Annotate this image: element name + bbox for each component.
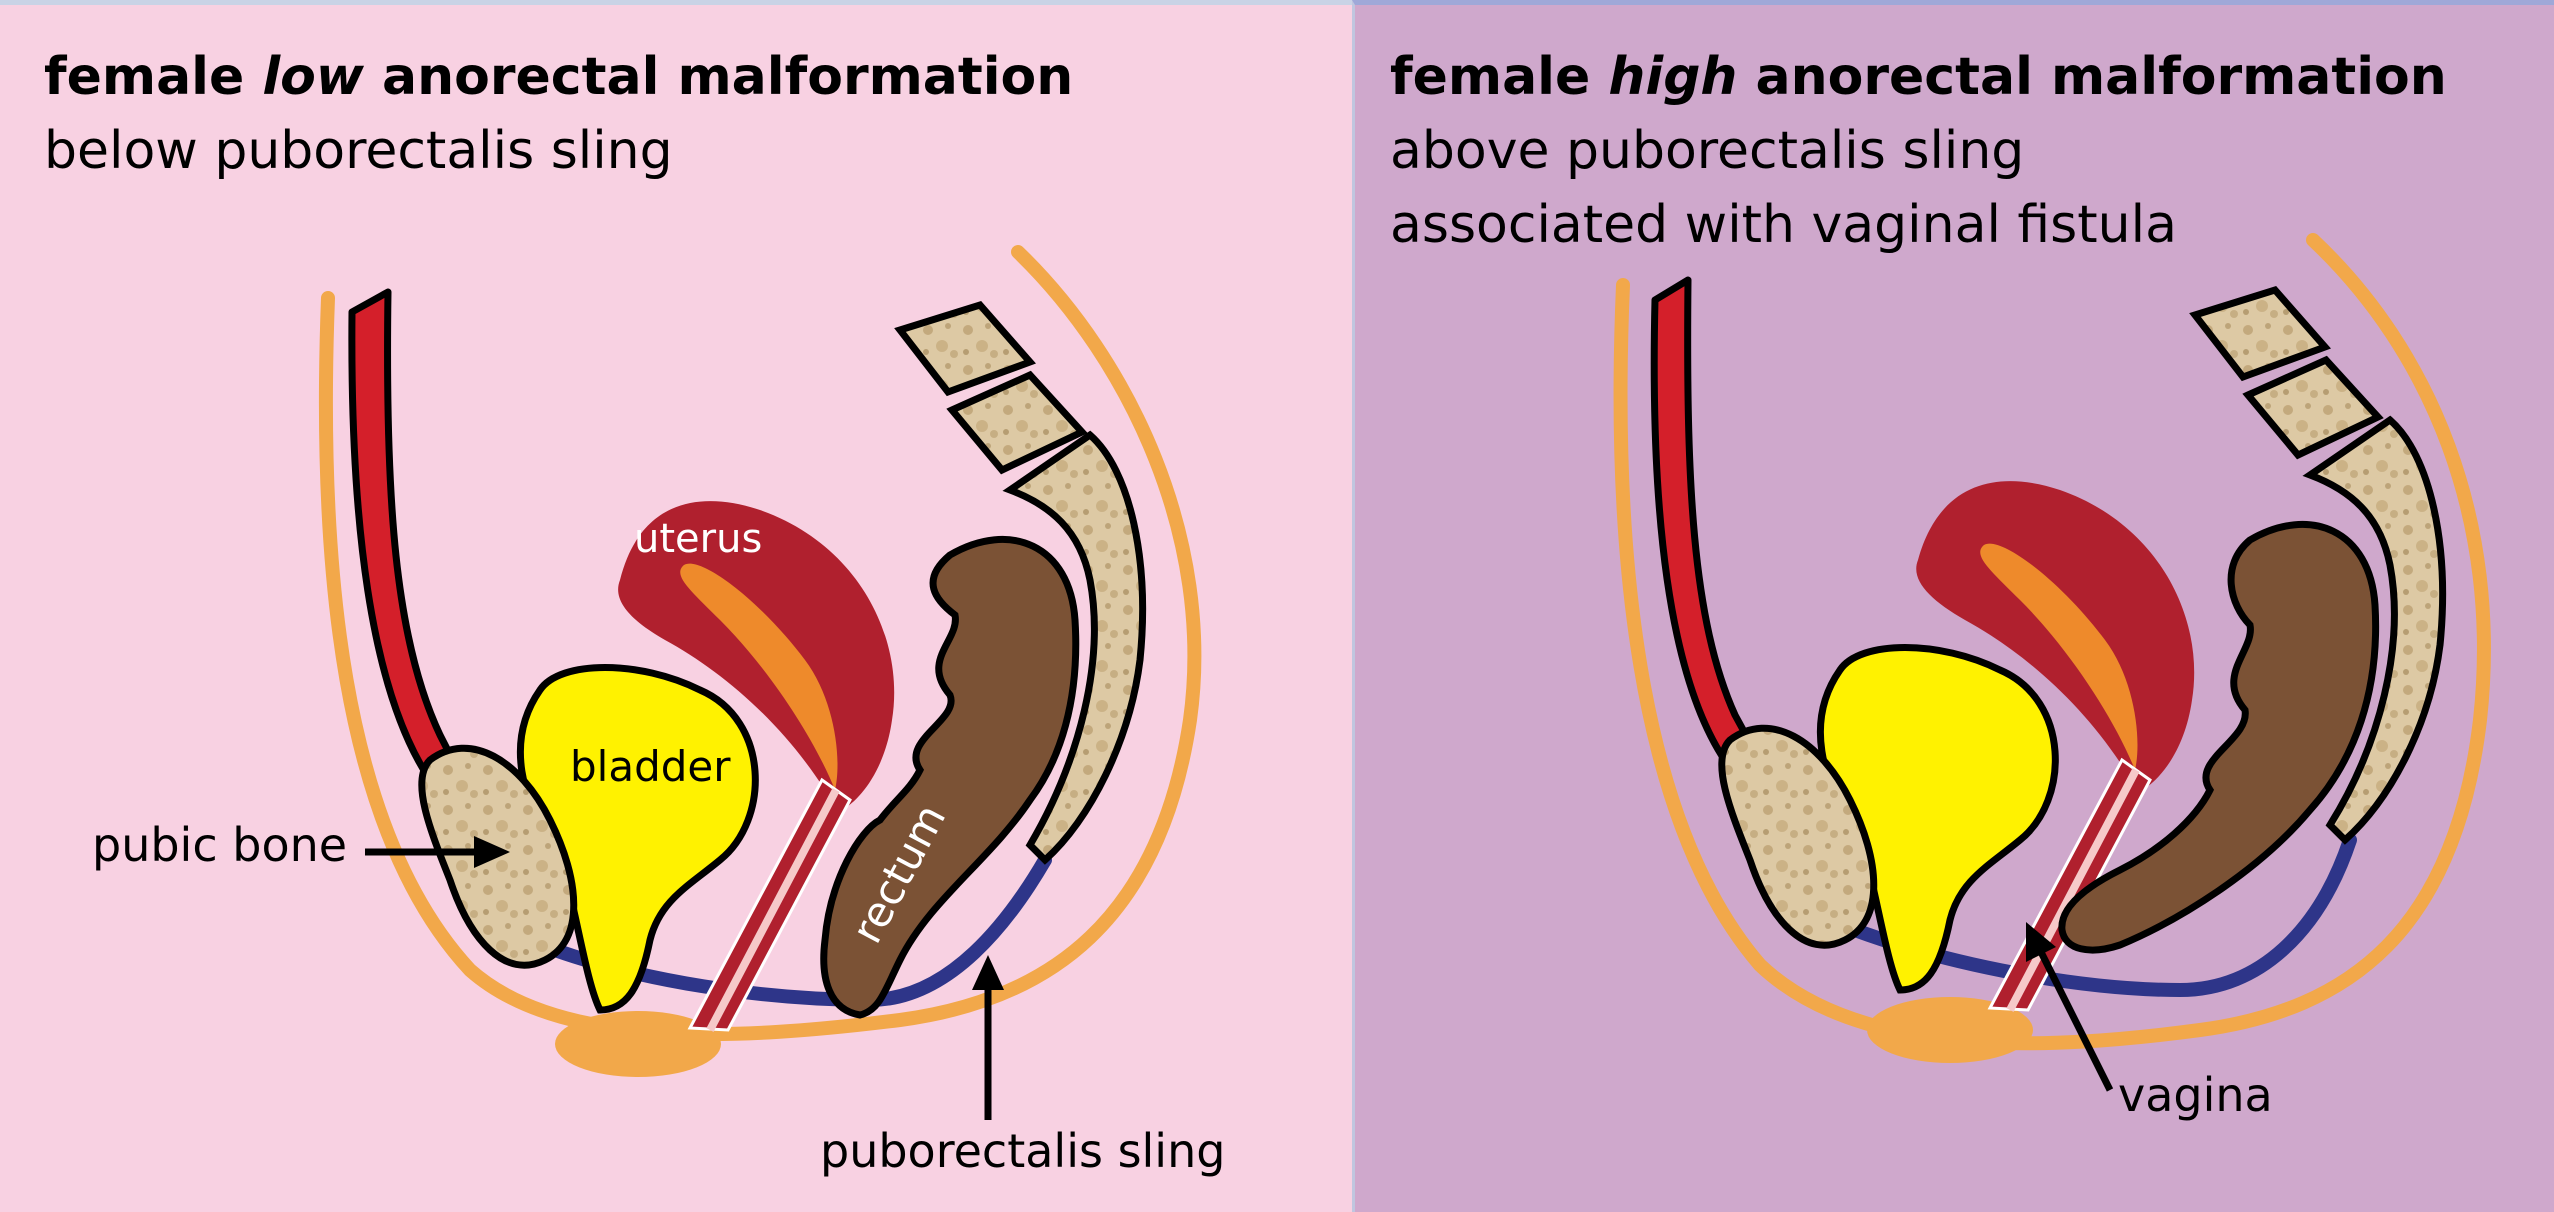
right-uterus-lumen (1980, 543, 2138, 770)
label-pubic-bone: pubic bone (92, 818, 348, 872)
right-skin-line (1613, 233, 2491, 1051)
right-vertebra-2 (2242, 355, 2384, 460)
right-puborectalis-sling (1848, 833, 2357, 998)
label-uterus: uterus (634, 516, 763, 562)
right-subtitle-2: associated with vaginal fistula (1390, 195, 2177, 255)
right-vertebra-1 (2189, 285, 2331, 382)
right-rectum (2058, 521, 2380, 954)
right-pubic-bone (1718, 724, 1878, 949)
left-uterus-lumen (680, 563, 838, 790)
left-rectum (820, 536, 1080, 1019)
left-heading: female low anorectal malformation below … (44, 40, 1073, 188)
left-subtitle: below puborectalis sling (44, 121, 673, 181)
left-vertebra-1 (894, 300, 1036, 397)
right-perineal-body (1867, 997, 2033, 1063)
label-bladder: bladder (570, 742, 731, 791)
left-sacrum (1002, 430, 1147, 865)
left-sling-arrow (972, 955, 1004, 1120)
label-puborectalis-sling: puborectalis sling (820, 1124, 1226, 1178)
left-pubic-bone-arrow (365, 836, 510, 868)
right-heading: female high anorectal malformation above… (1390, 40, 2447, 262)
left-diagram (318, 245, 1202, 1120)
right-artery (1650, 276, 1769, 774)
right-subtitle-1: above puborectalis sling (1390, 121, 2025, 181)
right-vagina-arrow (2026, 922, 2114, 1092)
left-skin-line (318, 245, 1202, 1042)
right-title: female high anorectal malformation (1390, 47, 2447, 107)
left-vertebra-2 (946, 370, 1088, 475)
left-artery (348, 288, 472, 794)
label-vagina: vagina (2118, 1068, 2273, 1122)
right-sacrum (2302, 415, 2447, 845)
left-perineal-body (555, 1011, 721, 1077)
left-title: female low anorectal malformation (44, 47, 1074, 107)
right-diagram (1613, 233, 2491, 1092)
